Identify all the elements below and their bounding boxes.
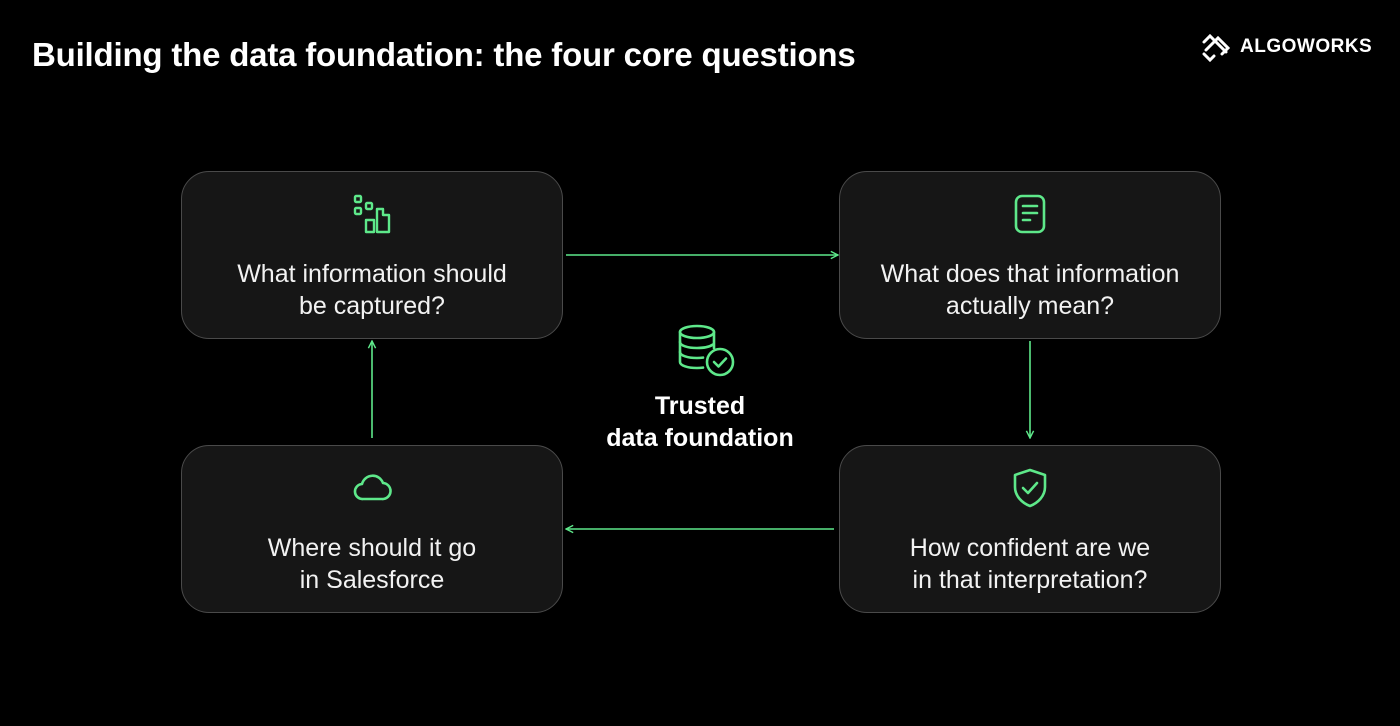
question-card-salesforce: Where should it go in Salesforce <box>181 445 563 613</box>
question-text: How confident are we in that interpretat… <box>909 534 1151 594</box>
cloud-icon <box>350 466 394 510</box>
logo-wordmark: ALGOWORKS <box>1240 36 1373 57</box>
question-text: Where should it go in Salesforce <box>267 534 477 594</box>
staircase-squares-icon <box>350 192 394 236</box>
trusted-data-foundation: Trusted data foundation <box>580 322 820 454</box>
question-card-capture: What information should be captured? <box>181 171 563 339</box>
document-icon <box>1008 192 1052 236</box>
algoworks-logo-icon <box>1202 33 1231 62</box>
center-label: Trusted data foundation <box>606 392 794 452</box>
question-text: What does that information actually mean… <box>880 260 1180 320</box>
brand-logo[interactable]: ALGOWORKS <box>1200 32 1372 62</box>
question-card-meaning: What does that information actually mean… <box>839 171 1221 339</box>
shield-check-icon <box>1008 466 1052 510</box>
question-card-confidence: How confident are we in that interpretat… <box>839 445 1221 613</box>
database-check-icon <box>678 324 735 377</box>
question-text: What information should be captured? <box>237 260 507 320</box>
page-title: Building the data foundation: the four c… <box>32 36 856 73</box>
